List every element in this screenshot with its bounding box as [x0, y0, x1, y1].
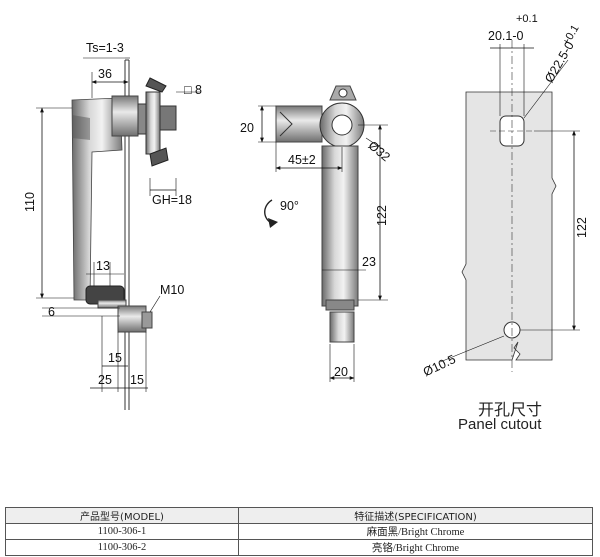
dim-36: 36: [98, 67, 112, 81]
dim-122-mid: 122: [375, 205, 389, 226]
front-view: [258, 85, 388, 382]
ts-label: Ts=1-3: [86, 41, 124, 55]
cutout-tolerance-dia: +0.1: [560, 23, 581, 48]
table-row: 1100-306-1 麻面黑/Bright Chrome: [5, 523, 593, 540]
dim-6: 6: [48, 305, 55, 319]
dia-10-5: Ø10.5: [421, 352, 458, 379]
dim-20-top: 20: [240, 121, 254, 135]
header-spec: 特征描述(SPECIFICATION): [238, 507, 593, 524]
dim-23: 23: [362, 255, 376, 269]
dim-45: 45±2: [288, 153, 316, 167]
table-row: 1100-306-2 亮铬/Bright Chrome: [5, 539, 593, 556]
rotation-90: 90°: [280, 199, 299, 213]
dim-20-bottom: 20: [334, 365, 348, 379]
model-cell: 1100-306-2: [5, 539, 239, 556]
dim-15a: 15: [108, 351, 122, 365]
spec-header-row: 产品型号(MODEL) 特征描述(SPECIFICATION): [5, 507, 593, 524]
cutout-caption-en: Panel cutout: [458, 416, 542, 433]
technical-drawing: Ts=1-3 36 □ 8 110 GH=18 13 M10 6 15 25 1…: [23, 13, 589, 410]
dia-32: Ø32: [366, 138, 393, 164]
dim-8: □ 8: [184, 83, 202, 97]
side-view: [36, 57, 200, 410]
spec-table: 产品型号(MODEL) 特征描述(SPECIFICATION) 1100-306…: [5, 507, 593, 556]
dim-20-1: 20.1-0: [488, 29, 523, 43]
dim-15b: 15: [130, 373, 144, 387]
dim-122-cutout: 122: [575, 217, 589, 238]
spec-cell: 麻面黑/Bright Chrome: [238, 523, 593, 540]
cutout-tolerance-top: +0.1: [516, 13, 538, 25]
cutout-caption-cn: 开孔尺寸: [478, 400, 543, 419]
header-model: 产品型号(MODEL): [5, 507, 239, 524]
dim-110: 110: [23, 192, 37, 212]
model-cell: 1100-306-1: [5, 523, 239, 540]
dim-13: 13: [96, 259, 110, 273]
dim-25: 25: [98, 373, 112, 387]
gh-label: GH=18: [152, 193, 192, 207]
panel-cutout-view: [439, 40, 580, 372]
m10-label: M10: [160, 283, 184, 297]
spec-cell: 亮铬/Bright Chrome: [238, 539, 593, 556]
